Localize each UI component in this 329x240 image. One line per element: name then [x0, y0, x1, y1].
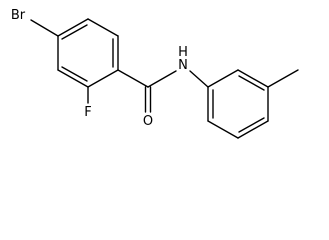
- ring1-bond-c5-c6: [87, 18, 119, 37]
- bond-n-aryl: [189, 70, 209, 88]
- oxygen-label: O: [143, 114, 153, 129]
- ring2-inner-bond-a: [238, 75, 265, 91]
- ring2-bond-c5-c6: [207, 120, 239, 139]
- nitrogen-label: N: [178, 58, 188, 73]
- bromofluorophenyl-ring: [57, 18, 119, 88]
- ring2-bond-c4-c5: [237, 120, 269, 139]
- bond-c1-carbonyl: [117, 69, 149, 88]
- ring1-bond-c2-c3: [57, 69, 89, 88]
- fluorine-label: F: [84, 105, 91, 120]
- nitrogen-hydrogen-label: H: [178, 45, 188, 60]
- ring2-bond-c1-c2: [207, 69, 239, 88]
- ring2-inner-bond-b: [238, 117, 265, 133]
- ring1-inner-bond-a: [61, 66, 88, 82]
- bond-c4-br: [30, 19, 59, 37]
- ring1-bond-c4-c5: [57, 18, 89, 37]
- ring1-bond-c1-c2: [87, 69, 119, 88]
- methylphenyl-ring: [207, 69, 269, 139]
- bromine-label: Br: [11, 8, 26, 23]
- bond-aryl-methyl: [267, 69, 299, 88]
- ring2-bond-c2-c3: [237, 69, 269, 88]
- bond-carbonyl-n: [147, 70, 177, 88]
- ring1-inner-bond-b: [61, 24, 88, 40]
- molecule-structure: Br F O N H: [11, 8, 299, 139]
